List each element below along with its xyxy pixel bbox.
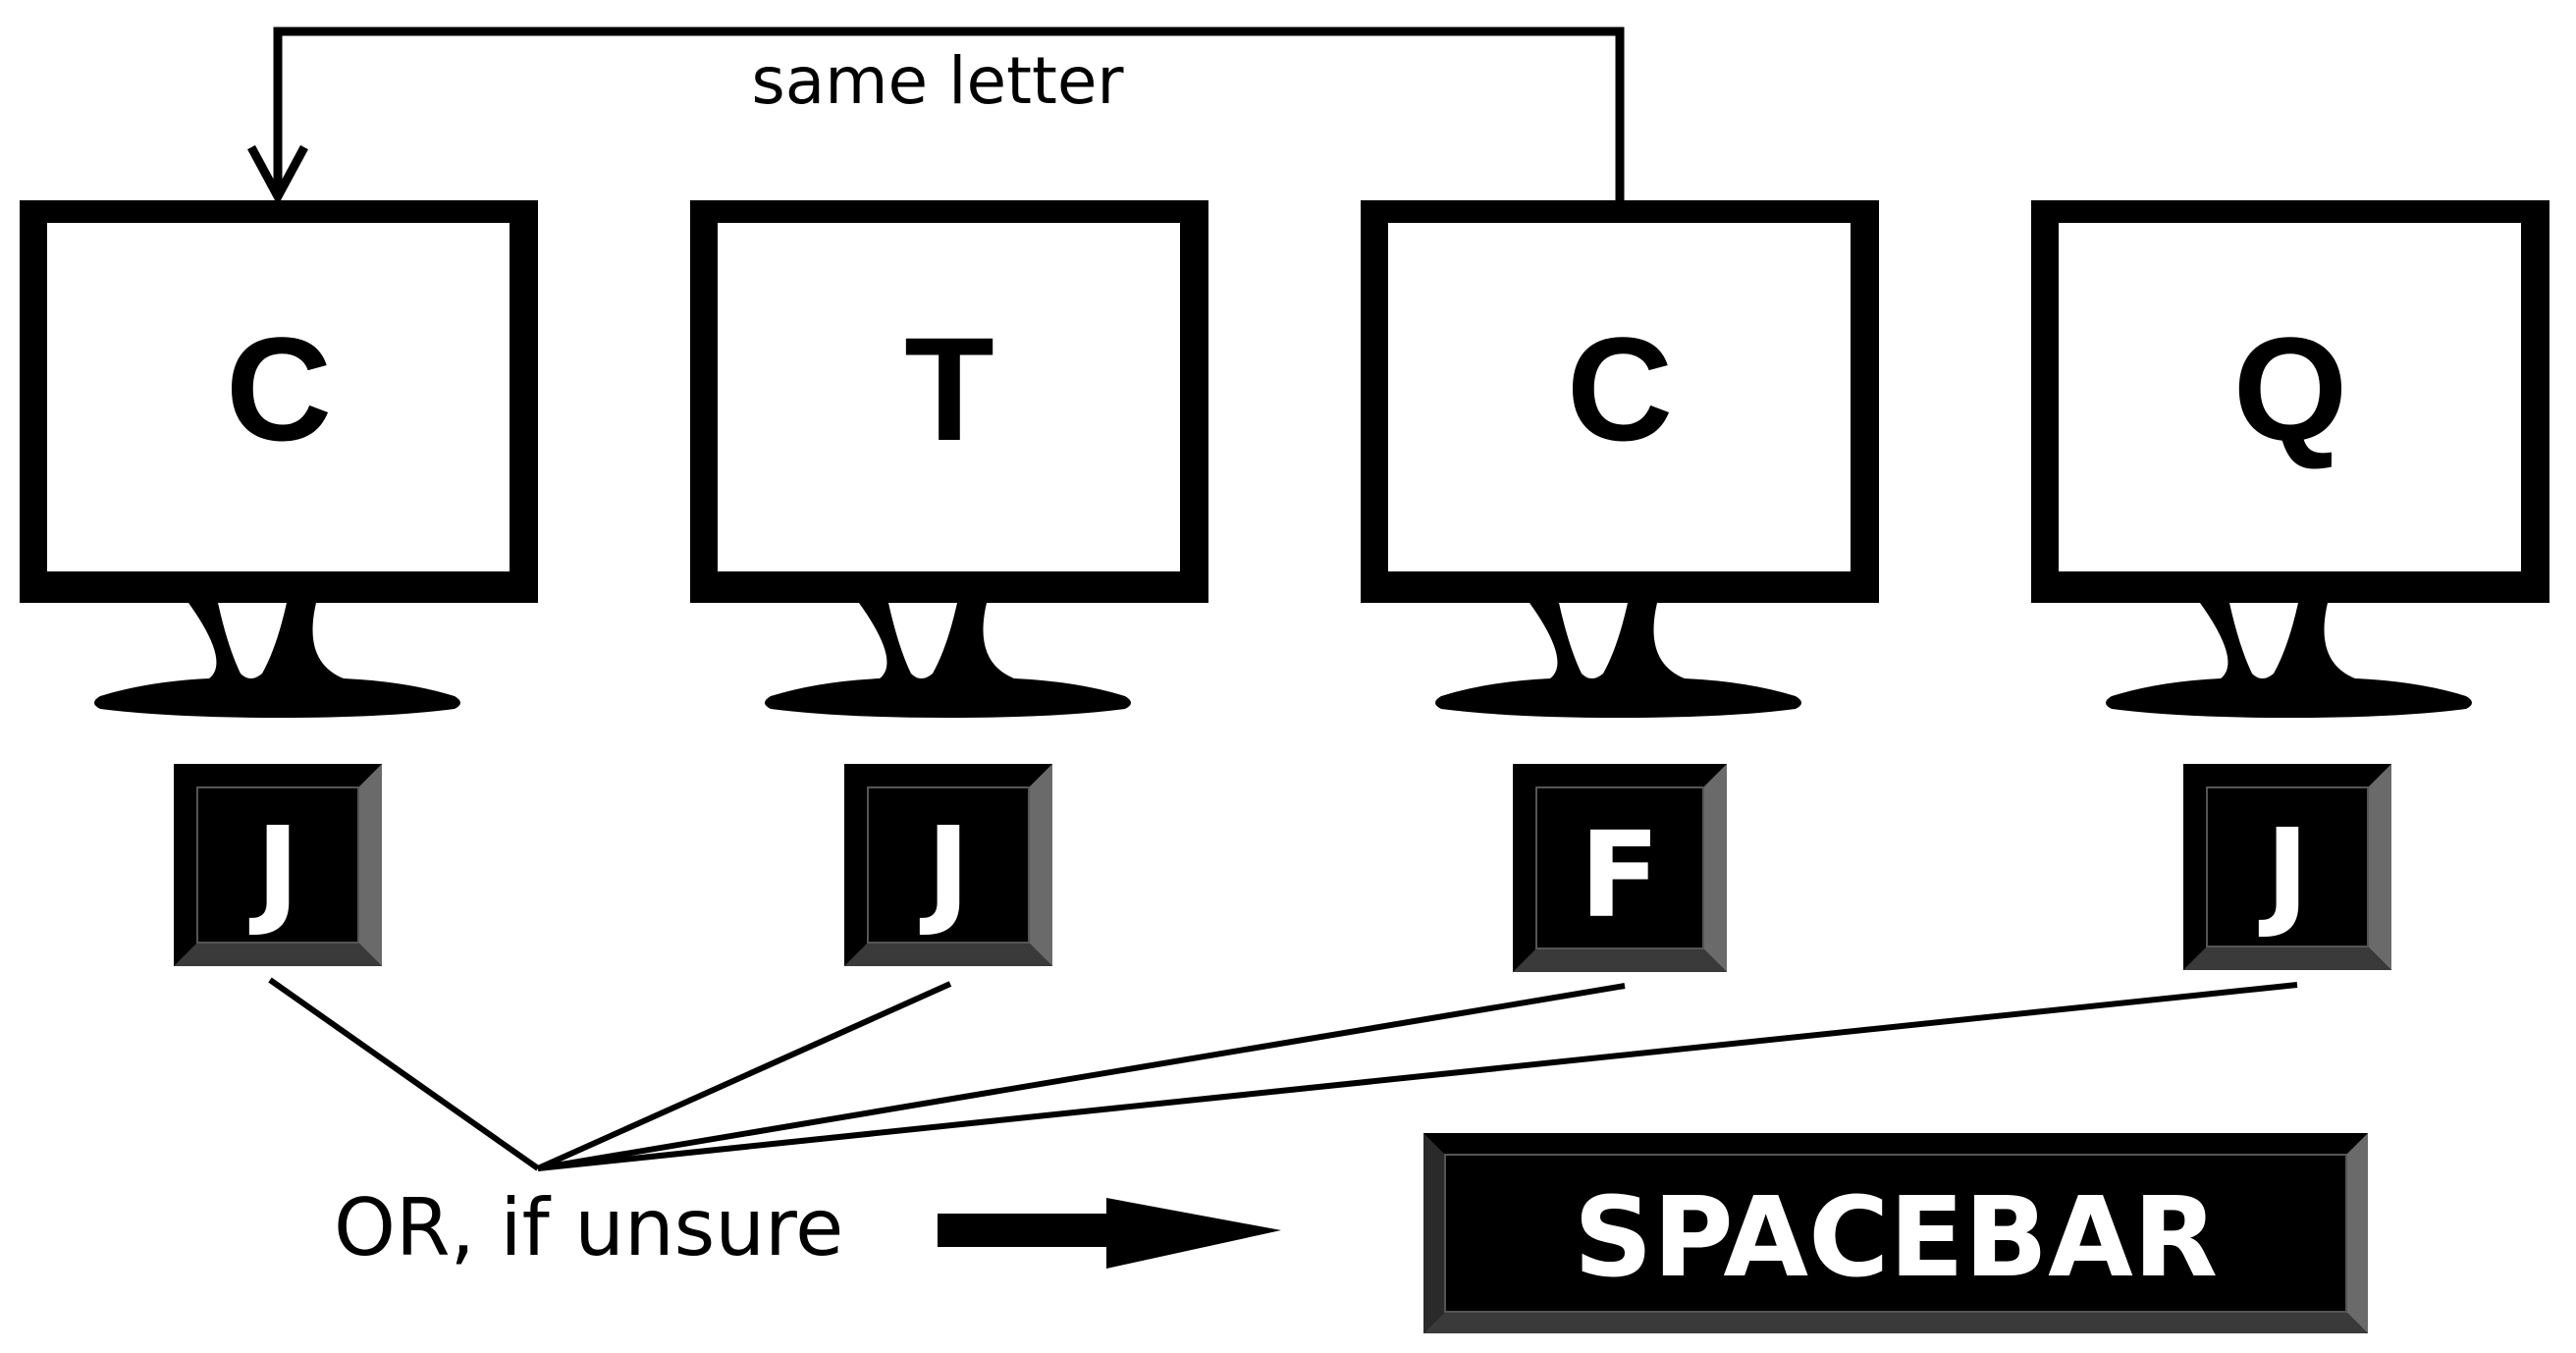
arrow-head: [1106, 1198, 1281, 1269]
arrow-shaft: [938, 1214, 1106, 1247]
connector-arrowhead: [247, 144, 308, 206]
key-bevel-bottom: [2183, 947, 2391, 970]
key-1: J: [174, 764, 382, 966]
key-face: [196, 786, 359, 944]
key-label: J: [920, 803, 971, 940]
key-label: J: [2259, 805, 2310, 942]
spacebar-bevel-left: [1423, 1133, 1445, 1333]
stimulus-letter: T: [904, 306, 994, 471]
connector-line: [273, 27, 1625, 206]
key-bevel-right: [2368, 764, 2391, 970]
key-bevel-right: [1029, 764, 1052, 966]
spacebar-face: [1444, 1154, 2347, 1313]
same-letter-label: same letter: [751, 43, 1124, 119]
key-4: J: [2183, 764, 2391, 970]
monitor-stand: [765, 603, 1131, 718]
stimulus-letter: Q: [2233, 306, 2348, 471]
stimulus-letter: C: [226, 306, 332, 471]
spacebar-bevel-right: [2346, 1133, 2368, 1333]
key-face: [1535, 786, 1704, 949]
line-from-key-2: [536, 981, 952, 1171]
monitor-stand: [1435, 603, 1801, 718]
monitor-stand: [2106, 603, 2472, 718]
key-bevel-right: [358, 764, 382, 966]
monitor-4: Q: [2031, 200, 2549, 718]
line-from-key-1: [268, 977, 540, 1171]
line-from-key-4: [537, 982, 2298, 1171]
monitor-screen: [2059, 223, 2521, 571]
key-2: J: [844, 764, 1052, 966]
spacebar-bevel-bottom: [1423, 1312, 2368, 1333]
monitor-3: C: [1361, 200, 1879, 718]
monitor-1: C: [20, 200, 538, 718]
key-bevel-right: [1703, 764, 1727, 972]
monitor-screen: [47, 223, 510, 571]
key-bevel-bottom: [174, 943, 382, 966]
spacebar-label: SPACEBAR: [1574, 1174, 2218, 1302]
arrow-to-spacebar: [938, 1198, 1281, 1269]
key-label: F: [1580, 808, 1660, 945]
line-from-key-3: [537, 983, 1626, 1171]
unsure-label: OR, if unsure: [334, 1182, 843, 1273]
monitor-screen: [1388, 223, 1851, 571]
monitor-stand: [94, 603, 460, 718]
key-bevel-bottom: [1513, 948, 1727, 972]
key-3: F: [1513, 764, 1727, 972]
same-letter-connector: same letter: [247, 27, 1625, 206]
key-label: J: [249, 803, 300, 940]
key-bevel-bottom: [844, 943, 1052, 966]
spacebar-key: SPACEBAR: [1423, 1133, 2368, 1333]
key-face: [867, 786, 1030, 944]
key-face: [2206, 786, 2369, 947]
monitor-2: T: [690, 200, 1208, 718]
monitor-screen: [718, 223, 1180, 571]
stimulus-letter: C: [1567, 306, 1673, 471]
converging-lines: [268, 977, 2298, 1171]
